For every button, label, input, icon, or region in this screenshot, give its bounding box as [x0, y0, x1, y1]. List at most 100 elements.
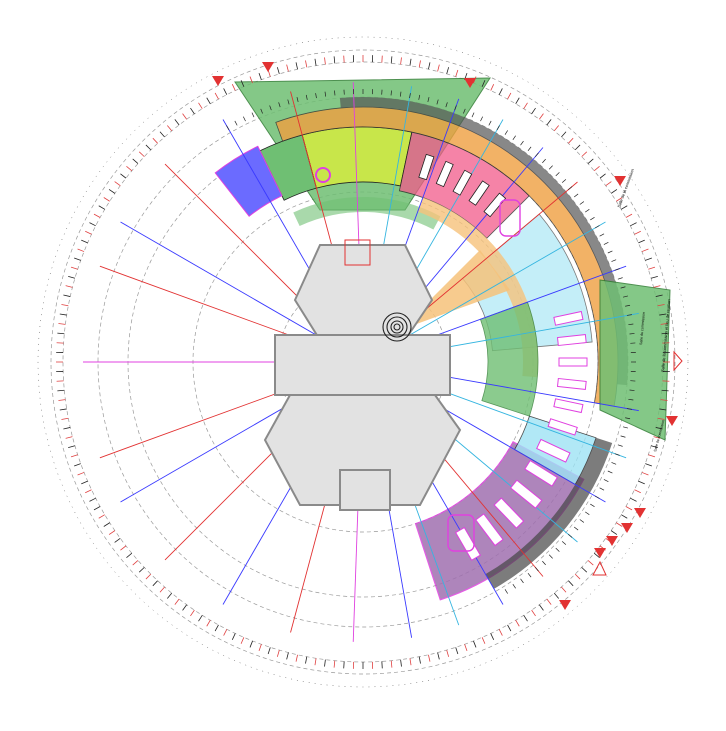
- tick-mark: [516, 98, 520, 104]
- tick-mark: [645, 258, 652, 260]
- inner-tick-mark: [618, 445, 623, 447]
- tick-mark: [391, 56, 392, 63]
- tick-mark: [419, 657, 420, 664]
- east-garden-half: [480, 302, 538, 416]
- tick-mark: [419, 60, 420, 67]
- tick-mark: [78, 472, 85, 475]
- tick-mark: [568, 138, 573, 143]
- tick-mark: [642, 249, 649, 252]
- tick-mark: [401, 660, 402, 667]
- tick-mark: [277, 650, 279, 657]
- inner-tick-mark: [585, 209, 589, 212]
- tick-mark: [651, 276, 658, 278]
- tick-mark: [287, 65, 289, 72]
- inner-tick-mark: [505, 130, 508, 134]
- tick-mark: [85, 231, 91, 234]
- red-marker: [262, 62, 274, 72]
- tick-mark: [71, 455, 78, 457]
- tick-mark: [473, 641, 476, 648]
- east-room-bay: [558, 379, 587, 390]
- inner-tick-mark: [611, 260, 616, 262]
- tick-mark: [160, 132, 165, 137]
- tick-mark: [68, 276, 75, 278]
- tick-mark: [516, 620, 520, 626]
- tick-mark: [232, 84, 235, 90]
- tick-mark: [654, 286, 661, 288]
- tick-mark: [554, 593, 558, 598]
- inner-tick-mark: [615, 454, 620, 456]
- inner-tick-mark: [568, 534, 572, 537]
- tick-mark: [115, 182, 121, 186]
- tick-mark: [561, 587, 566, 592]
- inner-tick-mark: [542, 159, 545, 163]
- inner-tick-mark: [521, 141, 524, 145]
- tick-mark: [626, 507, 632, 510]
- tick-mark: [277, 67, 279, 74]
- tick-mark: [465, 644, 467, 651]
- inner-tick-mark: [556, 172, 560, 175]
- outline-marker: [593, 562, 606, 575]
- red-marker: [666, 416, 678, 426]
- red-marker: [621, 523, 633, 533]
- tick-mark: [638, 240, 644, 243]
- tick-mark: [57, 390, 64, 391]
- tick-mark: [153, 138, 158, 143]
- inner-tick-mark: [528, 147, 531, 151]
- tick-mark: [183, 114, 187, 120]
- inner-tick-mark: [608, 471, 613, 473]
- tick-mark: [296, 655, 298, 662]
- tick-mark: [630, 223, 636, 226]
- tick-mark: [642, 472, 649, 475]
- tick-mark: [482, 637, 485, 643]
- tick-mark: [199, 615, 203, 621]
- tick-mark: [104, 198, 110, 202]
- tick-mark: [99, 206, 105, 210]
- inner-tick-mark: [618, 278, 623, 280]
- tick-mark: [259, 644, 261, 651]
- tick-mark: [146, 574, 151, 579]
- tick-mark: [71, 267, 78, 269]
- inner-tick-mark: [513, 584, 516, 588]
- inner-tick-mark: [542, 561, 545, 565]
- tick-mark: [109, 189, 115, 193]
- tick-mark: [621, 206, 627, 210]
- tick-mark: [539, 605, 543, 611]
- tick-mark: [334, 56, 335, 63]
- central-building-core: [265, 240, 460, 510]
- tick-mark: [561, 132, 566, 137]
- tick-mark: [401, 57, 402, 64]
- inner-tick-mark: [227, 126, 230, 130]
- tick-mark: [447, 67, 449, 74]
- tick-mark: [296, 62, 298, 69]
- tick-mark: [74, 464, 81, 466]
- red-marker: [559, 600, 571, 610]
- tick-mark: [634, 231, 640, 234]
- tick-mark: [78, 249, 85, 252]
- red-marker: [606, 536, 618, 546]
- inner-tick-mark: [590, 217, 594, 220]
- tick-mark: [600, 174, 606, 178]
- tick-mark: [428, 62, 430, 69]
- tick-mark: [456, 70, 458, 77]
- core-south-wing: [340, 470, 390, 510]
- tick-mark: [94, 507, 100, 510]
- tick-mark: [190, 610, 194, 616]
- inner-tick-mark: [574, 527, 578, 530]
- tick-mark: [250, 641, 253, 648]
- tick-mark: [305, 657, 306, 664]
- tick-mark: [81, 240, 87, 243]
- tick-mark: [133, 159, 138, 164]
- tick-mark: [634, 490, 640, 493]
- east-room-bay: [554, 399, 583, 413]
- tick-mark: [207, 98, 211, 104]
- tick-mark: [325, 57, 326, 64]
- tick-mark: [58, 324, 65, 325]
- inner-tick-mark: [521, 579, 524, 583]
- tick-mark: [61, 418, 68, 419]
- inner-tick-mark: [604, 479, 608, 481]
- tick-mark: [94, 214, 100, 217]
- label-salle-annex-left: Salle de la commission: [616, 168, 635, 208]
- tick-mark: [626, 214, 632, 217]
- tick-mark: [66, 437, 73, 439]
